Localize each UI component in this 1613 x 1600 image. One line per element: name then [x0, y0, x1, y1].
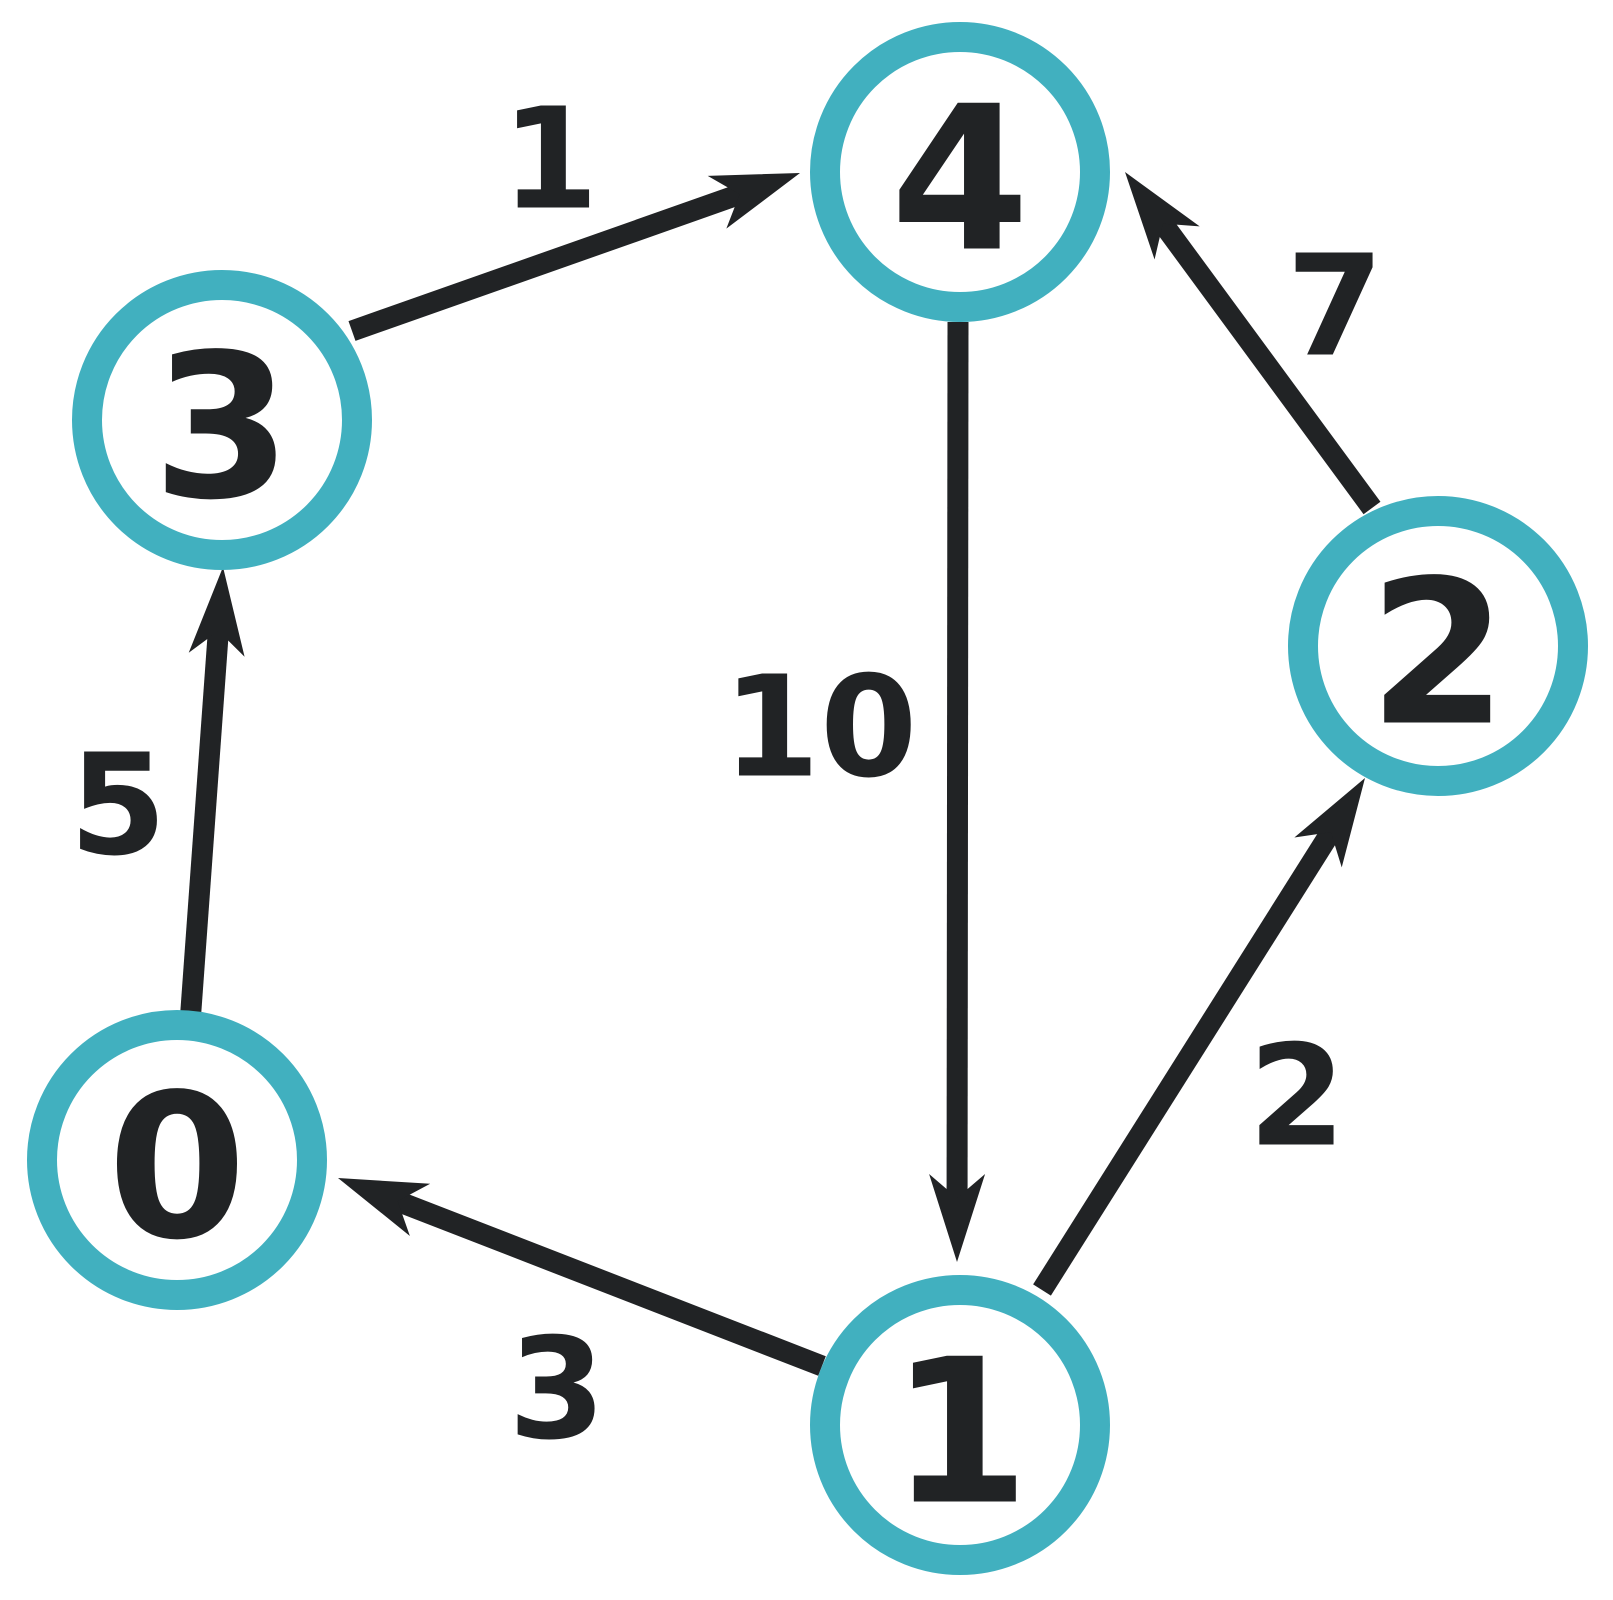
edges-layer: 1 5 3 10 2 7: [69, 79, 1383, 1472]
node-3: 3: [72, 270, 372, 570]
node-1: 1: [810, 1275, 1110, 1575]
node-label: 4: [890, 64, 1029, 297]
node-label: 0: [107, 1052, 246, 1285]
node-circle: [72, 270, 372, 570]
edge-1-0: 3: [338, 1178, 826, 1472]
edge-2-4: 7: [1125, 171, 1384, 515]
edge-0-3: 5: [69, 567, 245, 1038]
edge-1-2: 2: [1033, 778, 1366, 1296]
node-circle: [27, 1010, 327, 1310]
edge-weight-label: 1: [501, 79, 598, 242]
node-4: 4: [810, 22, 1110, 322]
edge-4-1: 10: [723, 321, 986, 1262]
node-label: 2: [1368, 538, 1507, 771]
node-label: 1: [890, 1317, 1029, 1550]
node-0: 0: [27, 1010, 327, 1310]
edge-line: [348, 173, 801, 341]
nodes-layer: 0 1 2 3 4: [27, 22, 1588, 1575]
node-label: 3: [152, 312, 291, 545]
edge-weight-label: 2: [1248, 1016, 1345, 1179]
edge-weight-label: 10: [723, 647, 918, 810]
edge-weight-label: 5: [69, 725, 166, 888]
edge-line: [1033, 778, 1366, 1296]
node-circle: [1288, 496, 1588, 796]
edge-weight-label: 7: [1286, 226, 1383, 389]
edge-line: [178, 567, 245, 1038]
node-2: 2: [1288, 496, 1588, 796]
node-circle: [810, 1275, 1110, 1575]
node-circle: [810, 22, 1110, 322]
edge-weight-label: 3: [508, 1309, 605, 1472]
edge-line: [929, 321, 986, 1262]
edge-line: [338, 1178, 826, 1376]
edge-3-4: 1: [348, 79, 801, 341]
edge-line: [1125, 171, 1381, 515]
